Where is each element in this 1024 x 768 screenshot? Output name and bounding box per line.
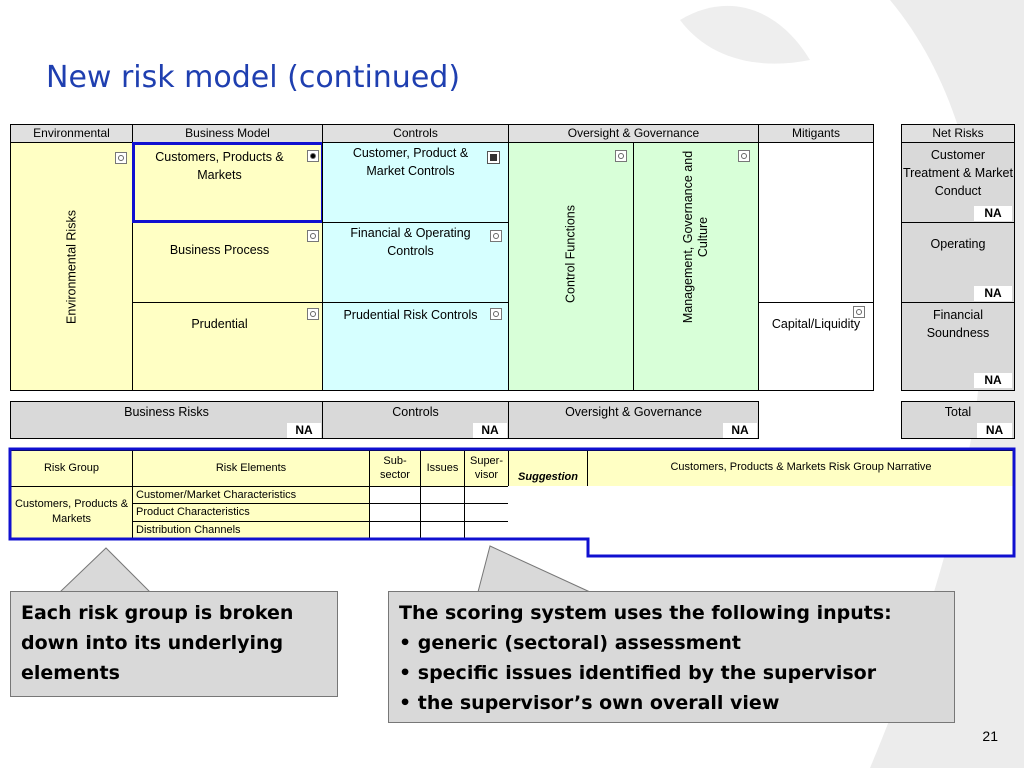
header-net-risks: Net Risks [901, 124, 1015, 143]
col-supervisor: Super- visor [464, 450, 509, 487]
ctl-financial-label: Financial & Operating Controls [350, 226, 471, 258]
callout-bullet: • the supervisor’s own overall view [399, 692, 780, 714]
net-financial-na: NA [974, 373, 1012, 388]
capital-cell[interactable]: Capital/Liquidity [758, 302, 874, 391]
environmental-risks-label: Environmental Risks [64, 209, 78, 324]
bm-customers-label: Customers, Products & Markets [155, 150, 284, 182]
bm-prudential-cell[interactable]: Prudential [132, 302, 323, 391]
col-narrative: Customers, Products & Markets Risk Group… [587, 450, 1015, 487]
risk-element-row: Customer/Market Characteristics [132, 486, 370, 504]
ctl-customer-cell[interactable]: Customer, Product & Market Controls [322, 142, 509, 223]
summary-total: Total NA [901, 401, 1015, 439]
net-financial-label: Financial Soundness [926, 308, 990, 340]
summary-oversight: Oversight & Governance NA [508, 401, 759, 439]
callout-bullet: • specific issues identified by the supe… [399, 662, 877, 684]
capital-radio[interactable] [853, 306, 865, 318]
net-customer-cell: Customer Treatment & Market Conduct NA [901, 142, 1015, 223]
bm-process-radio[interactable] [307, 230, 319, 242]
bm-customers-radio[interactable] [307, 150, 319, 162]
header-mitigants: Mitigants [758, 124, 874, 143]
capital-label: Capital/Liquidity [771, 317, 861, 331]
summary-oversight-label: Oversight & Governance [565, 405, 702, 419]
header-controls: Controls [322, 124, 509, 143]
management-cell[interactable]: Management, Governance and Culture [633, 142, 759, 391]
control-functions-radio[interactable] [615, 150, 627, 162]
ctl-prudential-label: Prudential Risk Controls [343, 308, 478, 322]
header-oversight: Oversight & Governance [508, 124, 759, 143]
col-subsector: Sub- sector [369, 450, 421, 487]
ctl-prudential-cell[interactable]: Prudential Risk Controls [322, 302, 509, 391]
bm-prudential-label: Prudential [191, 317, 248, 331]
summary-controls-label: Controls [392, 405, 439, 419]
net-operating-label: Operating [930, 237, 986, 251]
callout-right-lead: The scoring system uses the following in… [399, 602, 892, 624]
summary-oversight-na: NA [723, 423, 757, 438]
summary-business-risks-label: Business Risks [124, 405, 209, 419]
management-radio[interactable] [738, 150, 750, 162]
summary-business-risks-na: NA [287, 423, 321, 438]
ctl-customer-checkbox[interactable] [487, 151, 500, 164]
control-functions-cell[interactable]: Control Functions [508, 142, 634, 391]
summary-controls: Controls NA [322, 401, 509, 439]
narrative-textarea[interactable] [587, 486, 1015, 557]
net-financial-cell: Financial Soundness NA [901, 302, 1015, 391]
mitigants-blank-cell [758, 142, 874, 303]
callout-left: Each risk group is broken down into its … [10, 591, 338, 697]
summary-controls-na: NA [473, 423, 507, 438]
bm-process-label: Business Process [169, 243, 270, 257]
environmental-risks-cell: Environmental Risks [10, 142, 133, 391]
selected-cell-highlight [132, 142, 324, 223]
callout-pointers [58, 545, 591, 593]
header-environmental: Environmental [10, 124, 133, 143]
summary-total-na: NA [977, 423, 1012, 438]
summary-business-risks: Business Risks NA [10, 401, 323, 439]
summary-total-label: Total [944, 405, 972, 419]
management-label: Management, Governance and Culture [681, 150, 710, 324]
ctl-financial-radio[interactable] [490, 230, 502, 242]
page-number: 21 [982, 728, 998, 744]
control-functions-label: Control Functions [563, 205, 578, 304]
header-business-model: Business Model [132, 124, 323, 143]
environmental-radio[interactable] [115, 152, 127, 164]
risk-element-row: Product Characteristics [132, 503, 370, 522]
page-title: New risk model (continued) [46, 60, 461, 95]
net-operating-cell: Operating NA [901, 222, 1015, 303]
callout-bullet: • generic (sectoral) assessment [399, 632, 741, 654]
bm-prudential-radio[interactable] [307, 308, 319, 320]
bm-customers-cell[interactable]: Customers, Products & Markets [132, 142, 323, 223]
ctl-financial-cell[interactable]: Financial & Operating Controls [322, 222, 509, 303]
net-customer-na: NA [974, 206, 1012, 221]
risk-table-outline [8, 447, 1016, 558]
net-operating-na: NA [974, 286, 1012, 301]
bm-process-cell[interactable]: Business Process [132, 222, 323, 303]
ctl-prudential-radio[interactable] [490, 308, 502, 320]
callout-right: The scoring system uses the following in… [388, 591, 955, 723]
net-customer-label: Customer Treatment & Market Conduct [903, 148, 1013, 198]
ctl-customer-label: Customer, Product & Market Controls [352, 146, 469, 178]
